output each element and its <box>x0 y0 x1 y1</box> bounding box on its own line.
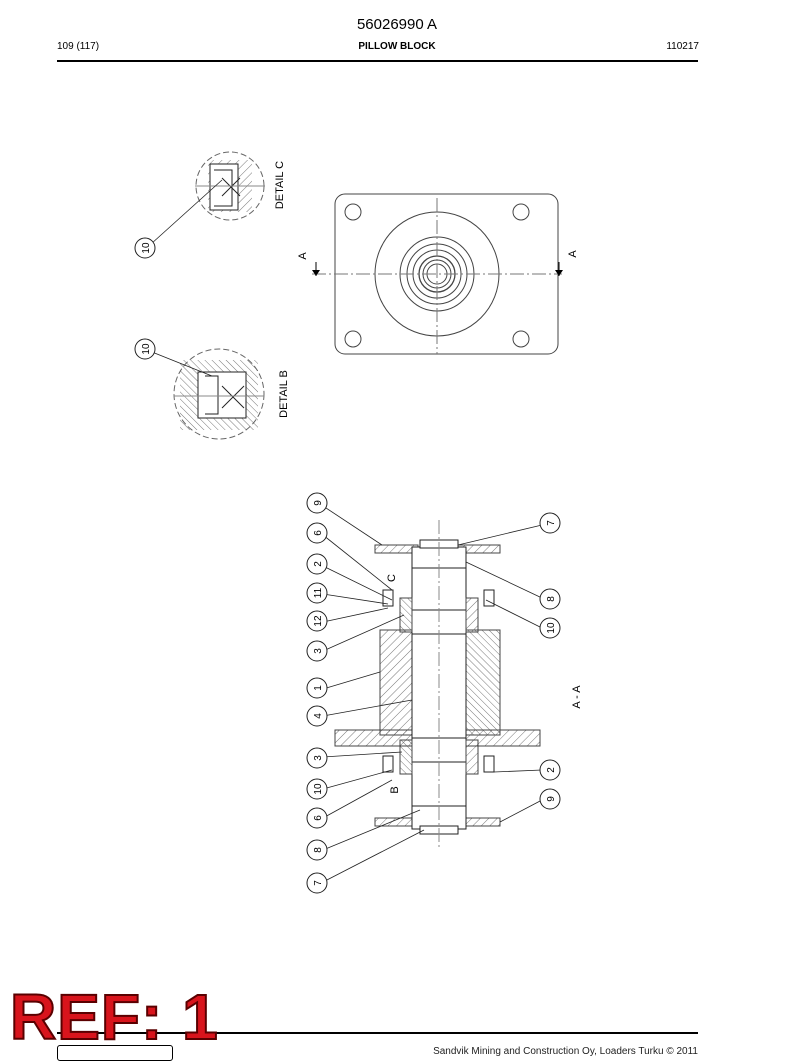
svg-text:2: 2 <box>313 561 324 567</box>
svg-text:3: 3 <box>313 648 324 654</box>
bolt-hole <box>512 203 530 221</box>
callout-12: 12 <box>306 610 328 632</box>
callout-4: 4 <box>306 705 328 727</box>
svg-text:1: 1 <box>313 685 324 691</box>
svg-text:10: 10 <box>313 783 324 795</box>
svg-text:8: 8 <box>546 596 557 602</box>
callout-11: 11 <box>306 582 328 604</box>
callout-6: 6 <box>306 522 328 544</box>
document-date: 110217 <box>666 41 699 52</box>
header-rule <box>57 60 698 62</box>
callout-3b: 3 <box>306 747 328 769</box>
bolt-hole <box>344 203 362 221</box>
callout-3: 3 <box>306 640 328 662</box>
callout-8: 8 <box>306 839 328 861</box>
detail-b-marker: B <box>389 786 401 793</box>
document-number: 56026990 A <box>356 16 438 33</box>
svg-text:9: 9 <box>313 500 324 506</box>
callout-10-right: 10 <box>539 617 561 639</box>
svg-text:7: 7 <box>313 880 324 886</box>
callouts-right <box>457 524 543 823</box>
detail-c <box>195 151 265 221</box>
svg-text:11: 11 <box>313 587 324 598</box>
ref-stamp: REF: 1 <box>9 981 219 1053</box>
section-marker-left: A <box>297 252 309 260</box>
callout-detail-b-10: 10 <box>134 338 213 377</box>
svg-text:4: 4 <box>313 713 324 719</box>
detail-c-title: DETAIL C <box>274 161 286 209</box>
callout-2: 2 <box>306 553 328 575</box>
svg-text:9: 9 <box>546 796 557 802</box>
callout-10: 10 <box>306 778 328 800</box>
svg-text:7: 7 <box>546 520 557 526</box>
callout-7: 7 <box>306 872 328 894</box>
svg-text:2: 2 <box>546 767 557 773</box>
section-marker-right: A <box>567 250 579 258</box>
callout-9: 9 <box>306 492 328 514</box>
bolt-hole <box>344 330 362 348</box>
callout-8-right: 8 <box>539 588 561 610</box>
bolt-hole <box>512 330 530 348</box>
svg-text:10: 10 <box>141 242 152 254</box>
front-view <box>312 193 563 355</box>
callout-7-right: 7 <box>539 512 561 534</box>
callout-1: 1 <box>306 677 328 699</box>
callout-detail-c-10: 10 <box>134 179 223 259</box>
callout-bubbles-left: 9 6 2 11 12 3 1 4 3 10 6 8 7 <box>306 492 328 894</box>
svg-text:10: 10 <box>141 343 152 355</box>
callout-6b: 6 <box>306 807 328 829</box>
section-label: A - A <box>571 685 583 709</box>
svg-text:6: 6 <box>313 815 324 821</box>
callout-9-right: 9 <box>539 788 561 810</box>
svg-text:10: 10 <box>546 622 557 634</box>
detail-c-marker: C <box>386 574 398 582</box>
svg-text:8: 8 <box>313 847 324 853</box>
detail-b <box>173 348 265 440</box>
page-number: 109 (117) <box>57 41 100 52</box>
svg-text:6: 6 <box>313 530 324 536</box>
callout-bubbles-right: 7 8 10 2 9 <box>539 512 561 810</box>
section-a-a <box>334 520 541 850</box>
svg-text:3: 3 <box>313 755 324 761</box>
callout-2-right: 2 <box>539 759 561 781</box>
footer-rule <box>57 1032 698 1034</box>
svg-text:12: 12 <box>313 615 324 627</box>
callouts-left <box>322 505 425 883</box>
detail-b-title: DETAIL B <box>278 370 290 418</box>
footer-copyright: Sandvik Mining and Construction Oy, Load… <box>433 1046 698 1057</box>
page-title: PILLOW BLOCK <box>358 41 436 52</box>
